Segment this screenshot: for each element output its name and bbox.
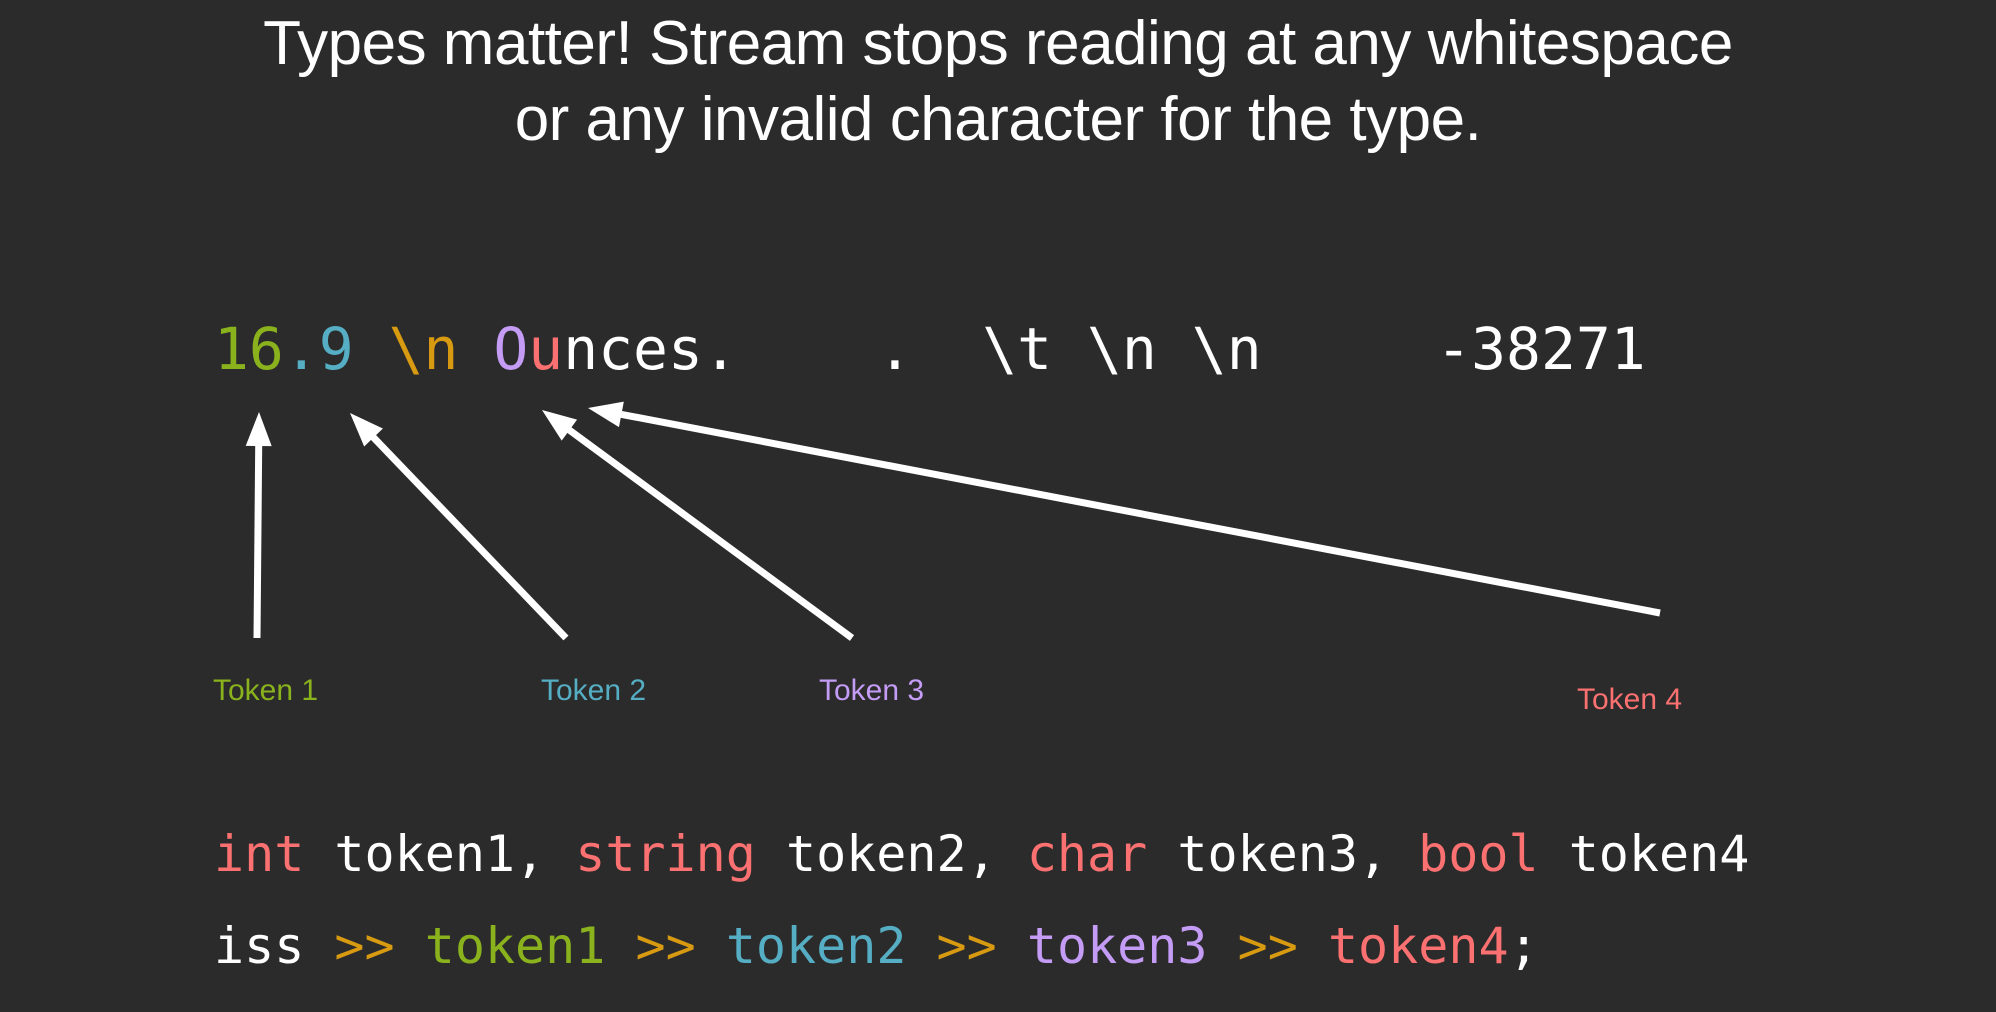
- stream-extraction-line: iss >> token1 >> token2 >> token3 >> tok…: [214, 918, 1539, 974]
- code-segment-16: ;: [1508, 917, 1539, 975]
- code-segment-6: bool: [1418, 825, 1539, 883]
- code-segment-2: string: [575, 825, 756, 883]
- code-segment-3: [354, 315, 389, 383]
- code-segment-12: [1208, 917, 1238, 975]
- code-segment-2: [395, 917, 425, 975]
- code-segment-0: iss: [214, 917, 335, 975]
- code-segment-0: int: [214, 825, 305, 883]
- code-segment-4: [605, 917, 635, 975]
- arrow-token-2: [350, 413, 569, 641]
- code-segment-7: token4: [1538, 825, 1750, 883]
- code-segment-3: token1: [424, 917, 606, 975]
- code-segment-11: token3: [1026, 917, 1208, 975]
- code-segment-0: 16: [214, 315, 284, 383]
- code-segment-5: [458, 315, 493, 383]
- code-segment-7: token2: [725, 917, 907, 975]
- token-label-1: Token 1: [213, 674, 319, 707]
- token-label-4: Token 4: [1577, 683, 1683, 716]
- code-segment-6: [696, 917, 726, 975]
- code-segment-1: token1,: [304, 825, 576, 883]
- code-segment-8: [906, 917, 936, 975]
- code-segment-2: 9: [318, 315, 354, 383]
- code-segment-1: .: [283, 315, 319, 383]
- token-label-2: Token 2: [541, 674, 647, 707]
- code-segment-13: >>: [1237, 917, 1298, 975]
- code-segment-4: char: [1026, 825, 1148, 883]
- code-segment-4: \n: [388, 315, 459, 383]
- code-segment-10: [997, 917, 1027, 975]
- code-segment-15: token4: [1327, 917, 1509, 975]
- code-segment-14: [1298, 917, 1328, 975]
- code-segment-8: nces.: [563, 315, 738, 383]
- page-title: Types matter! Stream stops reading at an…: [263, 9, 1733, 154]
- code-segment-6: O: [493, 315, 529, 383]
- code-segment-9: . \t \n \n -38271: [737, 315, 1646, 383]
- code-segment-9: >>: [936, 917, 997, 975]
- arrow-token-1: [245, 412, 272, 639]
- code-segment-3: token2,: [755, 825, 1027, 883]
- code-segment-7: u: [528, 315, 564, 383]
- stream-contents-line: 16.9 \n Ounces. . \t \n \n -38271: [214, 318, 1646, 380]
- code-segment-5: >>: [635, 917, 696, 975]
- code-segment-5: token3,: [1147, 825, 1419, 883]
- arrow-token-4: [588, 401, 1661, 617]
- variable-declaration-line: int token1, string token2, char token3, …: [214, 826, 1749, 882]
- code-segment-1: >>: [334, 917, 395, 975]
- arrow-token-3: [542, 410, 855, 641]
- token-label-3: Token 3: [819, 674, 925, 707]
